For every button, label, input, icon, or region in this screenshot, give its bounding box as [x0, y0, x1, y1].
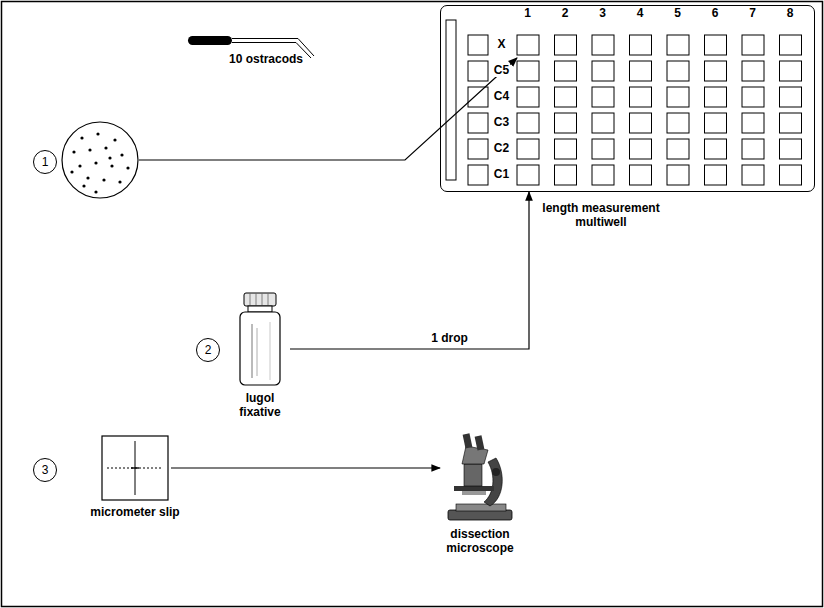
connector-label: 1 drop	[429, 331, 470, 345]
row-label: X	[496, 38, 506, 51]
step-number-text: 2	[205, 343, 212, 357]
column-number: 5	[673, 7, 682, 20]
sample-count-label: 10 ostracods	[228, 53, 304, 66]
column-number: 6	[711, 7, 720, 20]
petri-dish	[62, 122, 138, 198]
item-label: micrometer slip	[76, 505, 194, 519]
item-label: lugol fixative	[229, 391, 291, 419]
apparatus-item: lugol fixative	[228, 292, 292, 419]
plate-strip	[446, 20, 456, 180]
lugol-vial	[230, 292, 290, 387]
multiwell-plate: length measurement multiwell12345678XC5C…	[440, 5, 815, 192]
column-number: 1	[523, 7, 532, 20]
plate-heading: length measurement multiwell	[535, 201, 667, 229]
column-number: 2	[561, 7, 570, 20]
item-label: dissection microscope	[430, 527, 530, 555]
row-label: C5	[493, 64, 510, 77]
row-label: C1	[493, 168, 510, 181]
column-number: 8	[786, 7, 795, 20]
column-number: 7	[748, 7, 757, 20]
row-label: C4	[493, 90, 510, 103]
step-number-text: 3	[42, 463, 49, 477]
step-number: 3	[33, 458, 57, 482]
microscope-illustration	[440, 428, 520, 523]
connector-arrow	[290, 192, 529, 349]
transfer-line	[139, 58, 517, 160]
apparatus-item: dissection microscope	[425, 428, 535, 555]
connector-arrow	[171, 467, 440, 468]
row-label: C2	[493, 142, 510, 155]
column-number: 3	[598, 7, 607, 20]
column-number: 4	[636, 7, 645, 20]
step-number-text: 1	[42, 155, 49, 169]
step-number: 1	[33, 150, 57, 174]
apparatus-item: micrometer slip	[75, 435, 195, 519]
row-label: C3	[493, 116, 510, 129]
step-number: 2	[196, 338, 220, 362]
micrometer-slip	[101, 435, 169, 501]
